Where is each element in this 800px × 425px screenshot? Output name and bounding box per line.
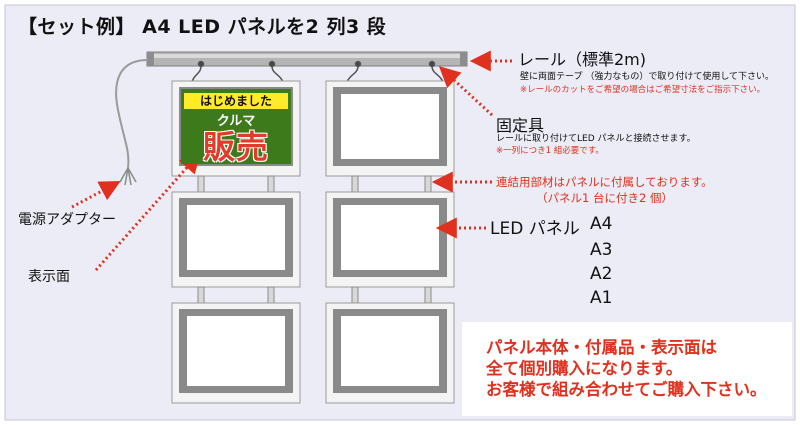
fixture-note: ※一列につき1 組必要です。 <box>496 146 604 156</box>
power-adapter-label: 電源アダプター <box>18 212 116 228</box>
poster-display-surface: はじめました クルマ 販売 <box>181 89 291 164</box>
arrow-display <box>94 151 201 271</box>
poster-middle-text: クルマ <box>216 114 256 129</box>
purchase-notice-line2: 全て個別購入になります。 <box>486 359 683 378</box>
led-panel-size-a2: A2 <box>590 264 613 284</box>
arrow-fixture <box>438 66 494 117</box>
led-panel-label: LED パネル <box>490 219 580 239</box>
connector-note-line2: （パネル1 台に付き2 個） <box>536 191 673 205</box>
led-panel-size-a3: A3 <box>590 240 613 260</box>
led-panel-col1-row2 <box>171 191 301 288</box>
purchase-notice-line3: お客様で組み合わせてご購入下さい。 <box>486 380 767 399</box>
led-panel-col1-row3 <box>171 302 301 404</box>
purchase-notice-box: パネル本体・付属品・表示面は 全て個別購入になります。 お客様で組み合わせてご購… <box>462 322 792 416</box>
led-panel-col2-row3 <box>325 302 455 404</box>
connector-note-line1: 連結用部材はパネルに付属しております。 <box>496 175 713 189</box>
rail <box>146 51 468 67</box>
diagram-title: 【セット例】 A4 LED パネルを2 列3 段 <box>18 16 387 38</box>
display-surface-label: 表示面 <box>28 269 70 285</box>
purchase-notice-line1: パネル本体・付属品・表示面は <box>486 338 717 357</box>
poster-top-text: はじめました <box>184 93 288 109</box>
led-panel-col2-row1 <box>325 80 455 177</box>
power-adapter-plug <box>119 167 137 186</box>
rail-label: レール（標準2m) <box>518 50 647 69</box>
fixture-label: 固定具 <box>496 116 545 135</box>
hanging-wires <box>191 60 444 83</box>
fixture-description: レールに取り付けてLED パネルと接続させます。 <box>496 134 696 144</box>
power-cable <box>115 59 149 169</box>
rail-note: ※レールのカットをご希望の場合はご希望寸法をご指示下さい。 <box>520 85 766 95</box>
led-panel-col2-row2 <box>325 191 455 288</box>
rail-description: 壁に両面テープ （強力なもの）で取り付けて使用して下さい。 <box>520 72 775 82</box>
led-panel-size-a1: A1 <box>590 288 613 308</box>
arrow-adapter <box>71 181 121 209</box>
poster-big-text: 販売 <box>202 128 269 164</box>
led-panel-size-a4: A4 <box>590 214 613 234</box>
